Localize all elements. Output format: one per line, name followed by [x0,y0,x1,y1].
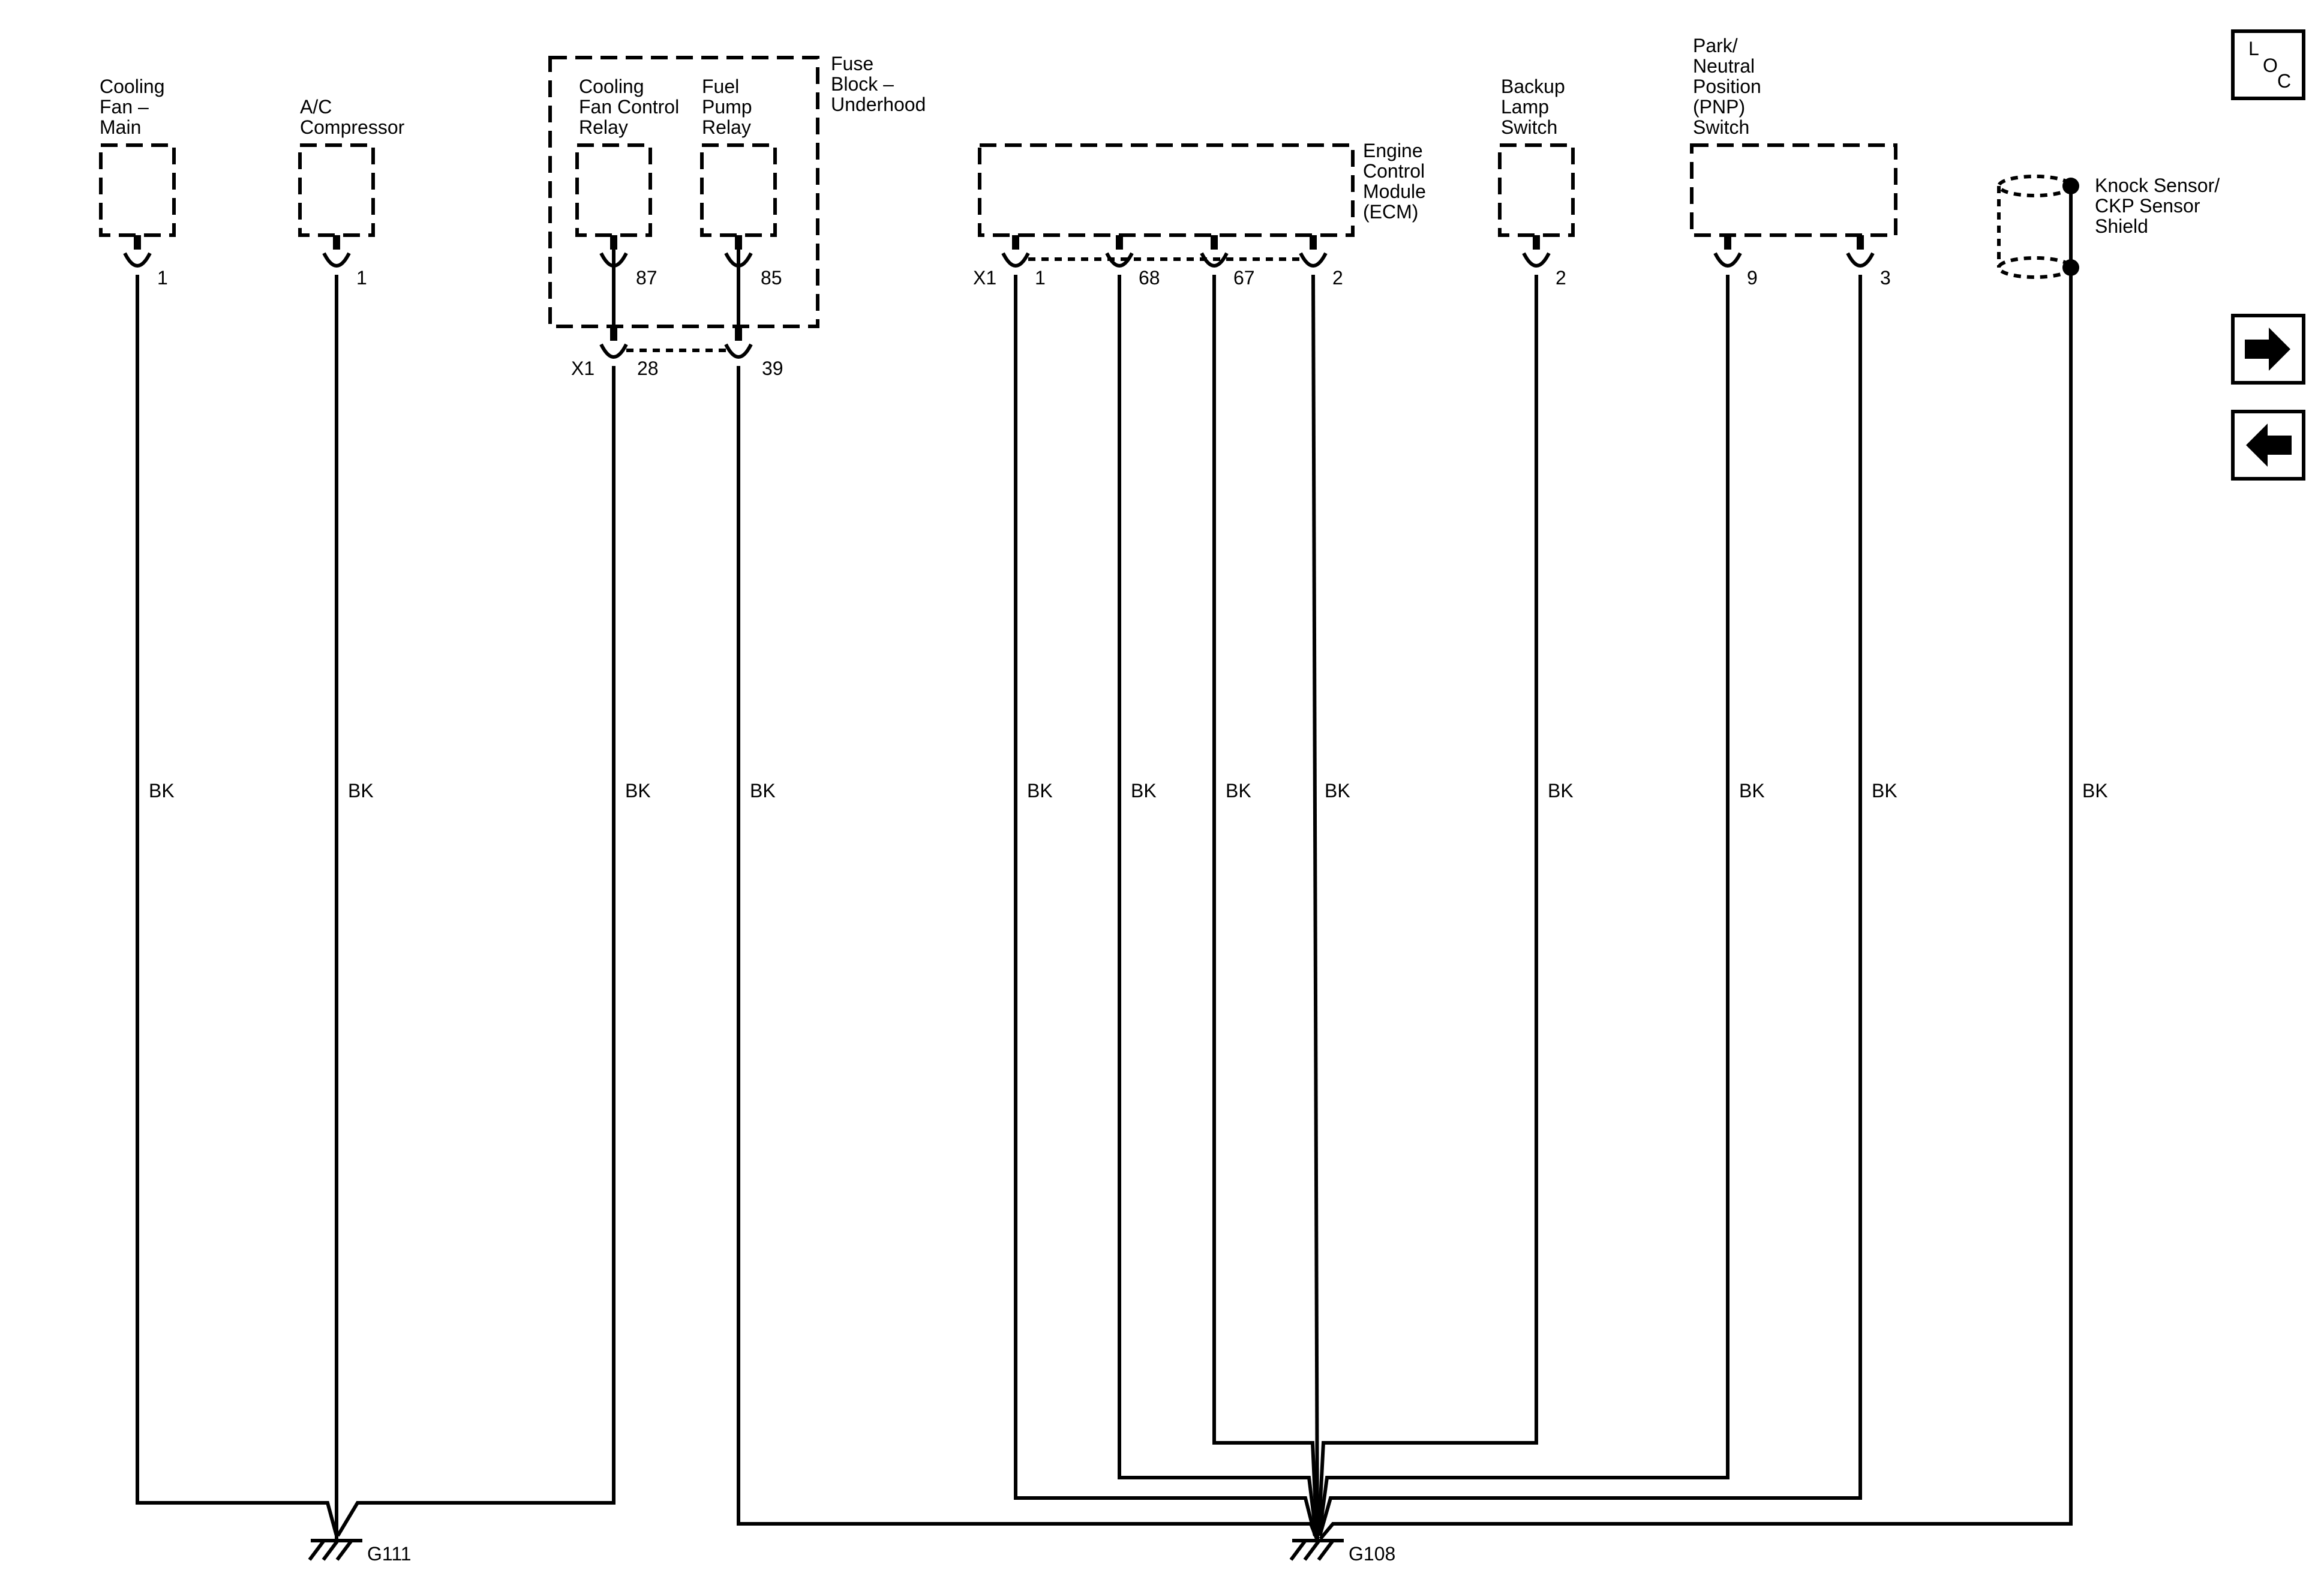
ground-g108-label: G108 [1349,1543,1395,1565]
pin-fuse-28: 28 [637,358,659,379]
ecm-box [978,143,1355,237]
pin-cooling-fan-main: 1 [157,267,168,289]
prev-page-button[interactable] [2231,410,2305,481]
ground-g111-symbol [308,1539,362,1561]
svg-text:L: L [2248,38,2259,59]
next-page-button[interactable] [2231,314,2305,385]
pnp-switch-box [1690,143,1897,237]
loc-button[interactable]: L O C [2231,29,2305,100]
wires [136,246,2073,1540]
pin-pnp-3: 3 [1880,267,1891,289]
wire-label: BK [348,780,374,801]
pin-ecm-67: 67 [1233,267,1255,289]
wire-label: BK [1872,780,1897,801]
wire-label: BK [1739,780,1765,801]
pin-backup-2: 2 [1556,267,1566,289]
wire-label: BK [625,780,651,801]
wire-label: BK [149,780,175,801]
fuel-pump-relay-label: Fuel Pump Relay [702,76,757,138]
pin-ecm-68: 68 [1139,267,1160,289]
cooling-fan-control-relay-label: Cooling Fan Control Relay [579,76,684,138]
wire-label: BK [750,780,776,801]
pin-fuse-39: 39 [762,358,783,379]
pin-ecm-x1: X1 [973,267,996,289]
wire-label: BK [1131,780,1157,801]
wire-label: BK [1548,780,1574,801]
fuse-block-underhood-label: Fuse Block – Underhood [831,53,926,115]
knock-sensor-shield [1997,175,2079,279]
fuel-pump-relay-box [700,143,777,237]
pnp-switch-label: Park/ Neutral Position (PNP) Switch [1693,35,1767,138]
pin-fuse-x1: X1 [571,358,594,379]
pin-ecm-2: 2 [1332,267,1343,289]
wire-color-labels: BK BK BK BK BK BK BK BK BK BK BK BK [149,780,2108,801]
ac-compressor-label: A/C Compressor [300,96,405,138]
cooling-fan-main-box [99,143,176,237]
wire-label: BK [2082,780,2108,801]
pin-pnp-9: 9 [1747,267,1758,289]
wire-label: BK [1325,780,1350,801]
svg-text:O: O [2263,55,2278,76]
ac-compressor-box [298,143,375,237]
cooling-fan-main-label: Cooling Fan – Main [100,76,170,138]
arrow-right-icon [2245,328,2290,371]
fuse-block-box [548,56,819,328]
pin-ecm-1: 1 [1035,267,1046,289]
pin-relay-87: 87 [636,267,657,289]
wire-label: BK [1226,780,1251,801]
ground-g108-symbol [1289,1539,1344,1561]
backup-lamp-switch-box [1498,143,1575,237]
knock-sensor-shield-label: Knock Sensor/ CKP Sensor Shield [2095,175,2225,237]
connector-terminals [123,235,1875,359]
svg-text:C: C [2277,70,2291,92]
cooling-fan-control-relay-box [575,143,652,237]
wire-label: BK [1027,780,1053,801]
arrow-left-icon [2246,424,2292,467]
backup-lamp-switch-label: Backup Lamp Switch [1501,76,1571,138]
pin-relay-85: 85 [761,267,782,289]
pin-ac-compressor: 1 [356,267,367,289]
ground-g111-label: G111 [367,1543,412,1565]
ecm-label: Engine Control Module (ECM) [1363,140,1431,223]
